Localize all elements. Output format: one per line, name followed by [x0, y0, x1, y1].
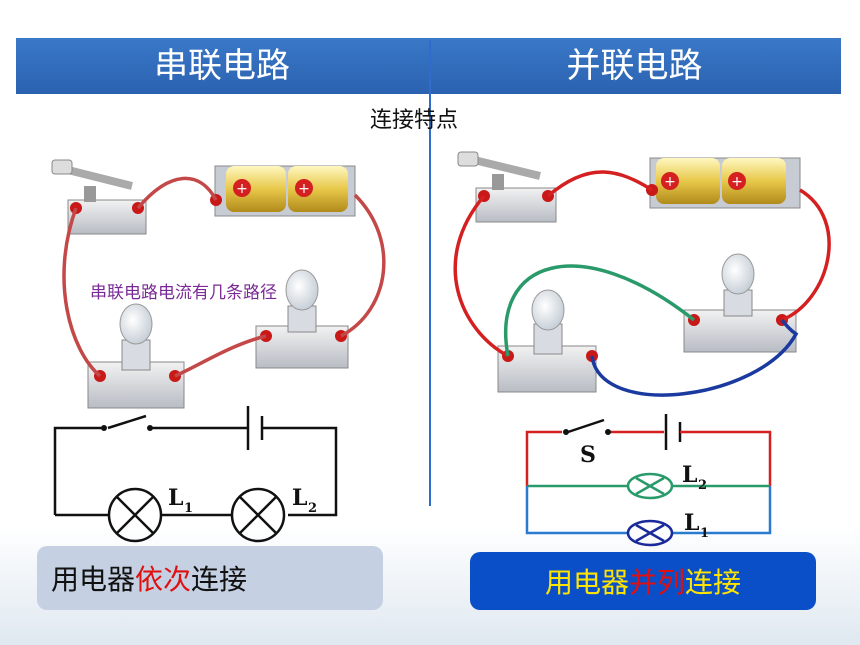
parallel-title: 并联电路 [566, 46, 703, 86]
series-switch-contact [147, 425, 153, 431]
label-l1-left: L [168, 485, 183, 511]
series-bulb-l2 [255, 269, 349, 369]
parallel-schematic [525, 414, 772, 547]
label-l2-left: L [292, 485, 307, 511]
parallel-summary-text: 用电器并列连接 [470, 561, 816, 601]
series-switch-pivot [101, 425, 107, 431]
series-battery: + + [210, 165, 356, 217]
parallel-summary-part1: 用电器 [544, 566, 629, 599]
label-l2-right: L [682, 462, 697, 488]
parallel-knife-switch [457, 151, 557, 223]
label-l1-right-sub: 1 [700, 526, 709, 541]
label-l2-left-sub: 2 [308, 501, 317, 516]
series-summary-text: 用电器依次连接 [51, 558, 247, 598]
svg-text:+: + [664, 174, 676, 190]
label-l2-right-sub: 2 [698, 478, 707, 493]
svg-text:+: + [731, 174, 743, 190]
svg-text:+: + [298, 181, 310, 197]
label-l1-right: L [684, 510, 699, 536]
svg-text:+: + [236, 181, 248, 197]
parallel-wires [453, 170, 831, 397]
column-divider [429, 40, 431, 506]
series-schematic [53, 406, 338, 543]
parallel-switch-contact [605, 429, 611, 435]
parallel-switch-pivot [563, 429, 569, 435]
series-knife-switch [51, 159, 147, 235]
series-summary-highlight: 依次 [135, 563, 192, 596]
series-summary-part1: 用电器 [51, 563, 136, 596]
series-bulb-l1 [87, 303, 185, 409]
parallel-bulb-l1 [497, 289, 598, 393]
connection-feature-title: 连接特点 [370, 108, 459, 133]
parallel-battery: + + [646, 157, 801, 209]
series-summary-part2: 连接 [191, 563, 248, 596]
label-switch: S [580, 442, 596, 468]
series-summary-box: 用电器依次连接 [37, 546, 383, 610]
header-bar: 串联电路 并联电路 [16, 38, 841, 94]
parallel-summary-part2: 连接 [685, 566, 742, 599]
label-l1-left-sub: 1 [184, 501, 193, 516]
parallel-bulb-l2 [683, 253, 797, 353]
series-current-question: 串联电路电流有几条路径 [90, 283, 277, 303]
parallel-summary-box: 用电器并列连接 [470, 552, 816, 610]
series-wires [62, 176, 386, 378]
parallel-summary-highlight: 并列 [628, 566, 685, 599]
series-title: 串联电路 [154, 46, 290, 86]
